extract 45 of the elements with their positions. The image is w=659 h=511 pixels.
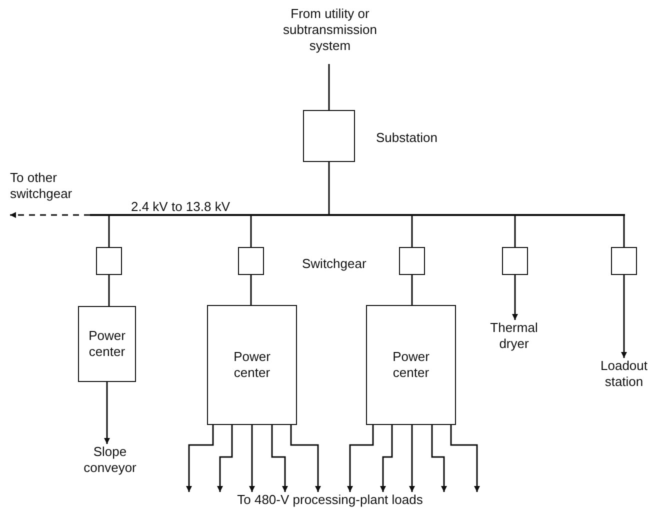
connector-line bbox=[411, 216, 413, 247]
process-box bbox=[366, 305, 456, 425]
connector-line bbox=[514, 216, 516, 247]
arrow bbox=[380, 425, 393, 492]
arrow bbox=[10, 212, 90, 218]
process-box bbox=[78, 306, 136, 382]
terminal-label: From utility or subtransmission system bbox=[282, 6, 378, 54]
arrow bbox=[450, 425, 480, 492]
substation-box bbox=[303, 110, 355, 162]
arrow bbox=[290, 425, 321, 492]
arrow bbox=[271, 425, 288, 492]
voltage-label: 2.4 kV to 13.8 kV bbox=[131, 199, 230, 215]
connector-line bbox=[328, 162, 330, 214]
terminal-label: Thermal dryer bbox=[489, 320, 539, 352]
connector-line bbox=[623, 216, 625, 247]
terminal-label: Slope conveyor bbox=[82, 444, 138, 476]
arrow bbox=[249, 425, 255, 492]
node-caption: Substation bbox=[376, 130, 438, 146]
switchgear-box bbox=[399, 247, 425, 275]
switchgear-box bbox=[96, 247, 122, 275]
annotation-label: Switchgear bbox=[302, 256, 366, 272]
box-label: Power center bbox=[232, 349, 272, 381]
connector-line bbox=[108, 216, 110, 247]
connector-line bbox=[250, 275, 252, 305]
arrow bbox=[186, 425, 214, 492]
connector-line bbox=[108, 275, 110, 306]
arrow bbox=[347, 425, 374, 492]
connector-line bbox=[328, 64, 330, 110]
switchgear-box bbox=[238, 247, 264, 275]
arrow bbox=[431, 425, 447, 492]
switchgear-box bbox=[502, 247, 528, 275]
box-label: Power center bbox=[88, 328, 126, 360]
connector-line bbox=[250, 216, 252, 247]
arrow bbox=[621, 275, 627, 358]
terminal-label: Loadout station bbox=[600, 358, 648, 390]
arrow bbox=[104, 382, 110, 444]
connector-line bbox=[411, 275, 413, 305]
arrow bbox=[217, 425, 233, 492]
process-box bbox=[207, 305, 297, 425]
arrow bbox=[512, 275, 518, 320]
terminal-label: To 480-V processing-plant loads bbox=[236, 492, 424, 508]
box-label: Power center bbox=[392, 349, 430, 381]
terminal-label: To other switchgear bbox=[10, 170, 74, 202]
switchgear-box bbox=[611, 247, 637, 275]
arrow bbox=[409, 425, 415, 492]
